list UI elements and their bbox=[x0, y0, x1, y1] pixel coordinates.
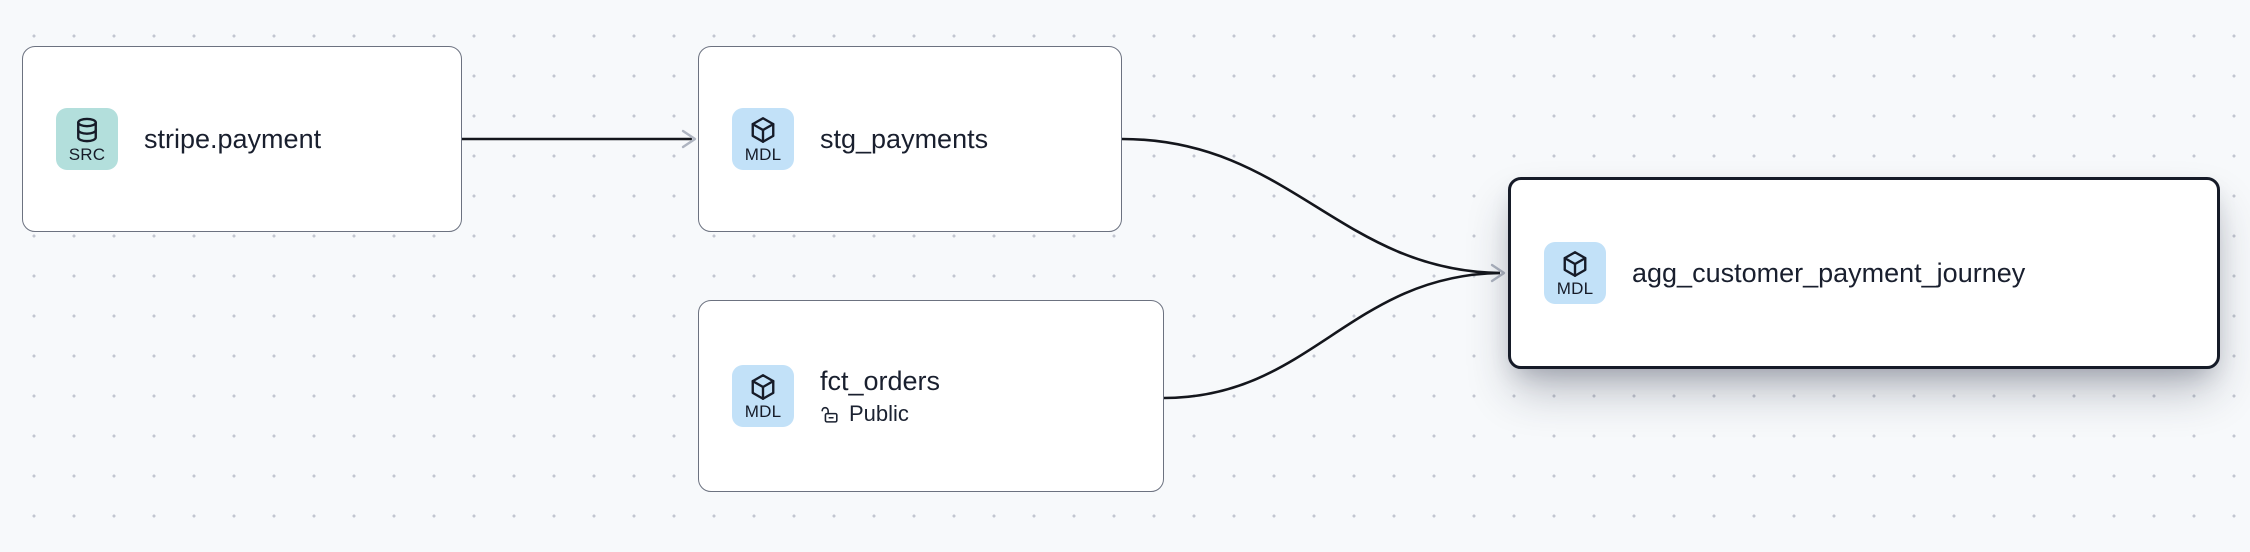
node-title: fct_orders bbox=[820, 366, 941, 396]
edge-stg-to-agg bbox=[1121, 137, 1501, 275]
node-visibility-label: Public bbox=[849, 401, 909, 426]
badge-mdl: MDL bbox=[732, 365, 794, 427]
cube-icon bbox=[748, 115, 778, 145]
node-text-block: stripe.payment bbox=[144, 123, 321, 155]
node-stg-payments[interactable]: MDL stg_payments bbox=[698, 46, 1122, 232]
node-text-block: agg_customer_payment_journey bbox=[1632, 257, 2025, 289]
edge-fct-to-agg bbox=[1163, 271, 1501, 400]
cube-icon bbox=[748, 372, 778, 402]
node-title: agg_customer_payment_journey bbox=[1632, 258, 2026, 288]
badge-mdl: MDL bbox=[1544, 242, 1606, 304]
cube-icon bbox=[1560, 249, 1590, 279]
badge-label: MDL bbox=[744, 401, 782, 421]
database-icon bbox=[72, 115, 102, 145]
arrow-head-agg bbox=[1490, 263, 1506, 283]
badge-label: SRC bbox=[68, 144, 106, 164]
node-title: stg_payments bbox=[820, 124, 989, 154]
unlock-icon bbox=[820, 404, 841, 425]
node-stripe-payment[interactable]: SRC stripe.payment bbox=[22, 46, 462, 232]
badge-label: MDL bbox=[1556, 278, 1594, 298]
node-agg-customer-payment-journey[interactable]: MDL agg_customer_payment_journey bbox=[1508, 177, 2220, 369]
badge-label: MDL bbox=[744, 144, 782, 164]
badge-mdl: MDL bbox=[732, 108, 794, 170]
node-title: stripe.payment bbox=[144, 124, 322, 154]
node-text-block: fct_orders Public bbox=[820, 365, 940, 427]
node-fct-orders[interactable]: MDL fct_orders Public bbox=[698, 300, 1164, 492]
badge-src: SRC bbox=[56, 108, 118, 170]
node-visibility: Public bbox=[820, 401, 940, 427]
arrow-head-stg bbox=[681, 129, 697, 149]
node-text-block: stg_payments bbox=[820, 123, 988, 155]
